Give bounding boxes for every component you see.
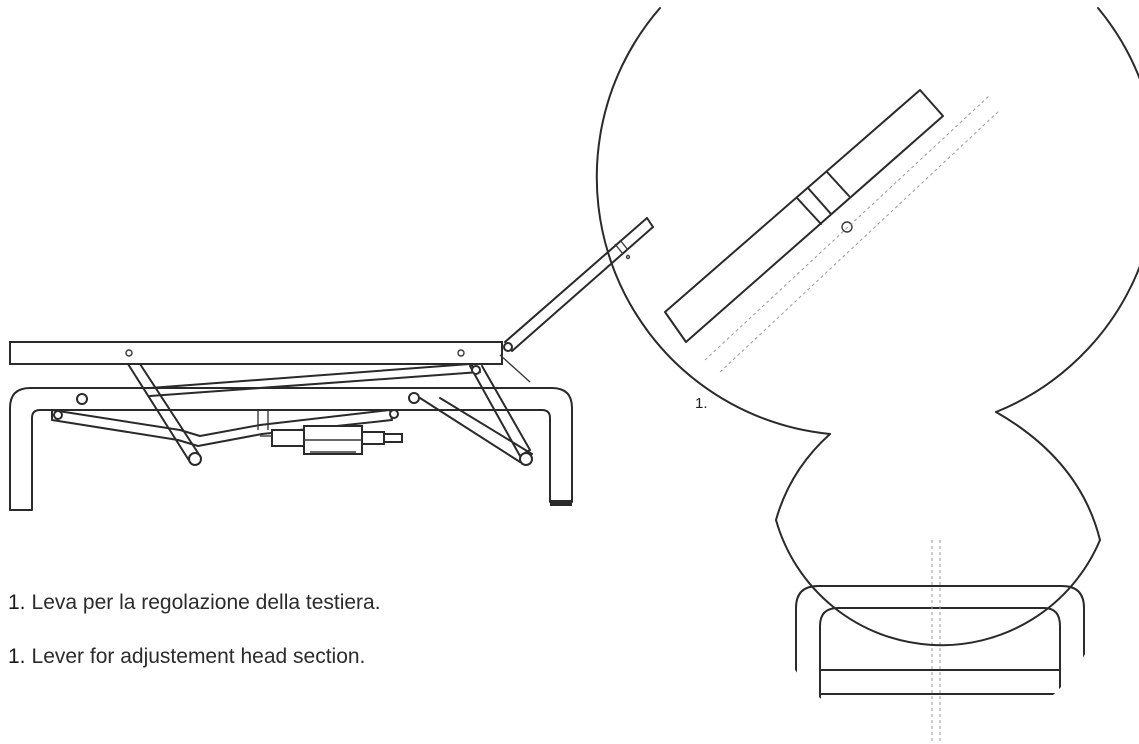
- caption-number: 1.: [8, 591, 26, 614]
- head-pivot: [503, 342, 513, 352]
- tubular-frame: [9, 387, 573, 511]
- callout-label: 1.: [695, 395, 708, 412]
- caption-english: 1.Lever for adjustement head section.: [8, 645, 365, 669]
- magnifier-outline: [595, 7, 831, 435]
- caption-text: Leva per la regolazione della testiera.: [31, 591, 381, 614]
- motor-actuator: [257, 410, 403, 455]
- platform-rivet: [125, 349, 133, 357]
- bed-frame: [9, 217, 654, 511]
- frame-foot: [550, 500, 572, 506]
- caption-text: Lever for adjustement head section.: [31, 645, 366, 668]
- detail-hole: [841, 221, 853, 233]
- caption-number: 1.: [8, 645, 26, 668]
- detail-top: [664, 89, 1001, 373]
- caption-italian: 1.Leva per la regolazione della testiera…: [8, 591, 381, 615]
- frame-bolt: [408, 392, 420, 404]
- detail-bottom: [795, 540, 1085, 742]
- scissor-mechanism: [51, 354, 533, 466]
- frame-bolt: [76, 393, 88, 405]
- bed-platform: [9, 341, 503, 365]
- head-section-rod: [503, 217, 654, 352]
- platform-rivet: [457, 349, 465, 357]
- detail-magnifier: [595, 7, 1139, 742]
